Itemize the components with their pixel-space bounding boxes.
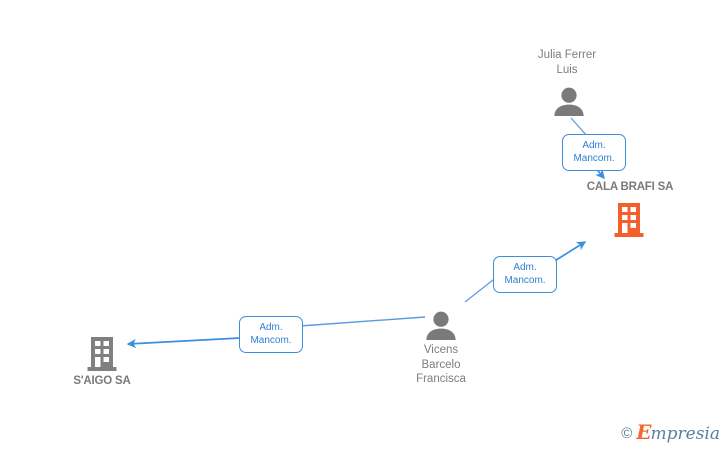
brand-initial: E	[636, 420, 652, 444]
edge-vicens-to-label-left	[299, 316, 426, 327]
edge-vicens-to-label-middle	[464, 275, 499, 303]
relation-label-julia-cala-brafi[interactable]: Adm. Mancom.	[562, 134, 626, 171]
node-label-julia: Julia Ferrer Luis	[537, 49, 597, 76]
brand-rest: mpresia	[650, 424, 721, 444]
person-avatar-icon-vicens	[424, 310, 458, 340]
copyright-icon: ©	[621, 424, 633, 442]
edge-julia-to-label	[570, 117, 589, 138]
node-label-vicens: Vicens Barcelo Francisca	[416, 344, 466, 385]
node-label-cala-brafi: CALA BRAFI SA	[586, 181, 674, 193]
building-icon-cala-brafi	[614, 203, 644, 237]
empresia-watermark: © Empresia	[621, 422, 720, 444]
edge-label-left-to-saigo	[126, 337, 241, 349]
relation-label-vicens-saigo[interactable]: Adm. Mancom.	[239, 316, 303, 353]
building-icon-saigo	[87, 337, 117, 371]
relation-label-vicens-cala-brafi[interactable]: Adm. Mancom.	[493, 256, 557, 293]
person-avatar-icon-julia	[552, 86, 586, 116]
brand-wordmark: Empresia	[636, 422, 720, 444]
edge-label-middle-to-cala-brafi	[552, 241, 587, 263]
node-label-saigo: S'AIGO SA	[73, 375, 131, 387]
